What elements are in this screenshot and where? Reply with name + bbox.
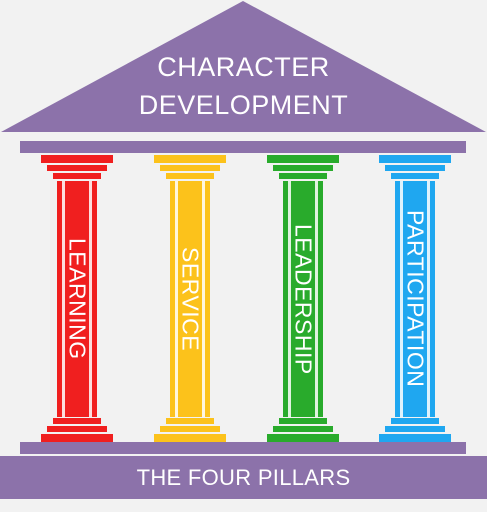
pillar-base-plinth [154, 434, 226, 442]
roof-title-line-1: CHARACTER [157, 52, 330, 82]
pillar-leadership: LEADERSHIP [266, 155, 340, 442]
pillar-base-plinth [267, 434, 339, 442]
pillar-capital-mid [273, 165, 333, 171]
pillar-base-plinth [41, 434, 113, 442]
pillar-capital-neck [391, 173, 439, 179]
pillar-capital-top [154, 155, 226, 163]
pillar-capital-mid [385, 165, 445, 171]
pillar-shaft [395, 181, 435, 417]
roof-shape [1, 1, 486, 132]
pillar-base-neck [53, 418, 101, 424]
pillar-base-mid [47, 426, 107, 432]
pillar-capital-top [267, 155, 339, 163]
pillar-shaft [283, 181, 323, 417]
pillar-label: LEADERSHIP [290, 223, 317, 375]
top-beam [20, 141, 466, 153]
pillar-label: LEARNING [64, 238, 91, 360]
pillar-capital-mid [47, 165, 107, 171]
pillar-base-mid [385, 426, 445, 432]
pillar-capital-top [41, 155, 113, 163]
pillar-base-neck [166, 418, 214, 424]
base-platform: THE FOUR PILLARS [0, 456, 487, 499]
pillar-base-neck [391, 418, 439, 424]
bottom-beam [20, 442, 466, 454]
pillar-capital-neck [53, 173, 101, 179]
pillar-capital-top [379, 155, 451, 163]
roof-title-line-2: DEVELOPMENT [138, 90, 349, 120]
pillar-participation: PARTICIPATION [378, 155, 452, 442]
pillar-shaft [170, 181, 210, 417]
pillar-base-mid [273, 426, 333, 432]
pillar-base-plinth [379, 434, 451, 442]
pillar-label: PARTICIPATION [402, 210, 429, 388]
pillar-base-neck [279, 418, 327, 424]
pillar-service: SERVICE [153, 155, 227, 442]
pillar-label: SERVICE [177, 246, 204, 352]
pillar-learning: LEARNING [40, 155, 114, 442]
pillar-shaft [57, 181, 97, 417]
pillar-base-mid [160, 426, 220, 432]
pillar-capital-neck [279, 173, 327, 179]
base-label: THE FOUR PILLARS [136, 464, 351, 490]
pillar-capital-mid [160, 165, 220, 171]
pillar-capital-neck [166, 173, 214, 179]
